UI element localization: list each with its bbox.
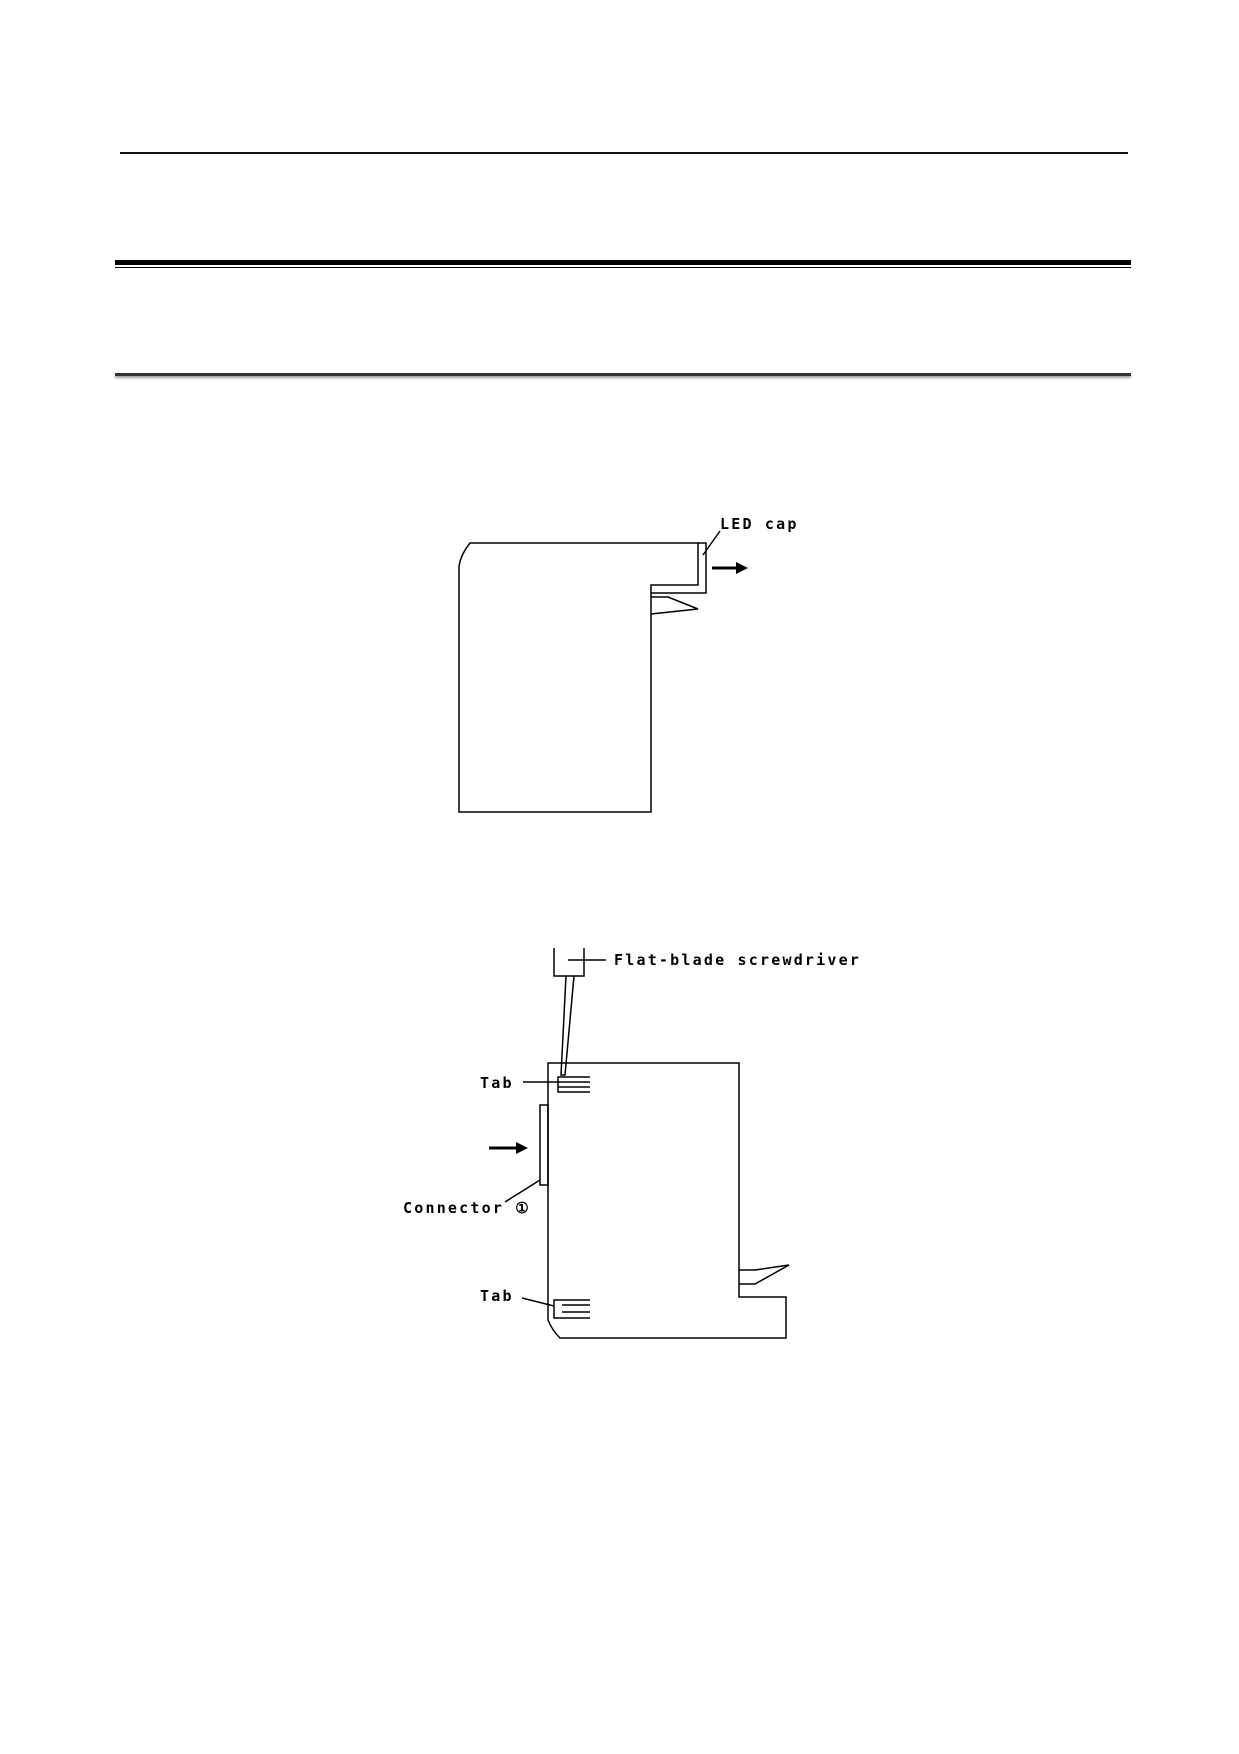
led-cap-leader	[702, 530, 721, 556]
screwdriver-label: Flat-blade screwdriver	[614, 951, 861, 969]
connector-leader	[504, 1179, 541, 1203]
latch-hook	[650, 596, 699, 615]
connector-shape	[539, 1104, 549, 1186]
screwdriver-shaft	[560, 975, 575, 1076]
band-bottom-rule	[115, 373, 1131, 376]
tab-bottom-leader	[521, 1297, 555, 1307]
band-top-rule	[115, 260, 1131, 265]
tab-top-label: Tab	[480, 1074, 514, 1092]
page-header-rule	[120, 152, 1128, 154]
tab-bottom-shape	[553, 1299, 590, 1319]
band-top-thin-rule	[115, 267, 1131, 268]
tab-top-shape	[557, 1076, 590, 1093]
led-cap-label: LED cap	[720, 515, 799, 533]
tab-bottom-label: Tab	[480, 1287, 514, 1305]
section-header-band	[115, 260, 1131, 380]
screwdriver-handle	[553, 948, 585, 977]
led-cap-shape	[651, 542, 707, 594]
latch-hook-2	[739, 1264, 790, 1285]
module-body-outline-2	[547, 1062, 787, 1339]
connector-label: Connector ①	[403, 1199, 531, 1217]
module-body-outline	[458, 542, 699, 813]
figure-led-cap: LED cap	[458, 515, 799, 813]
arrow-icon	[489, 1142, 528, 1154]
arrow-icon	[712, 562, 748, 574]
